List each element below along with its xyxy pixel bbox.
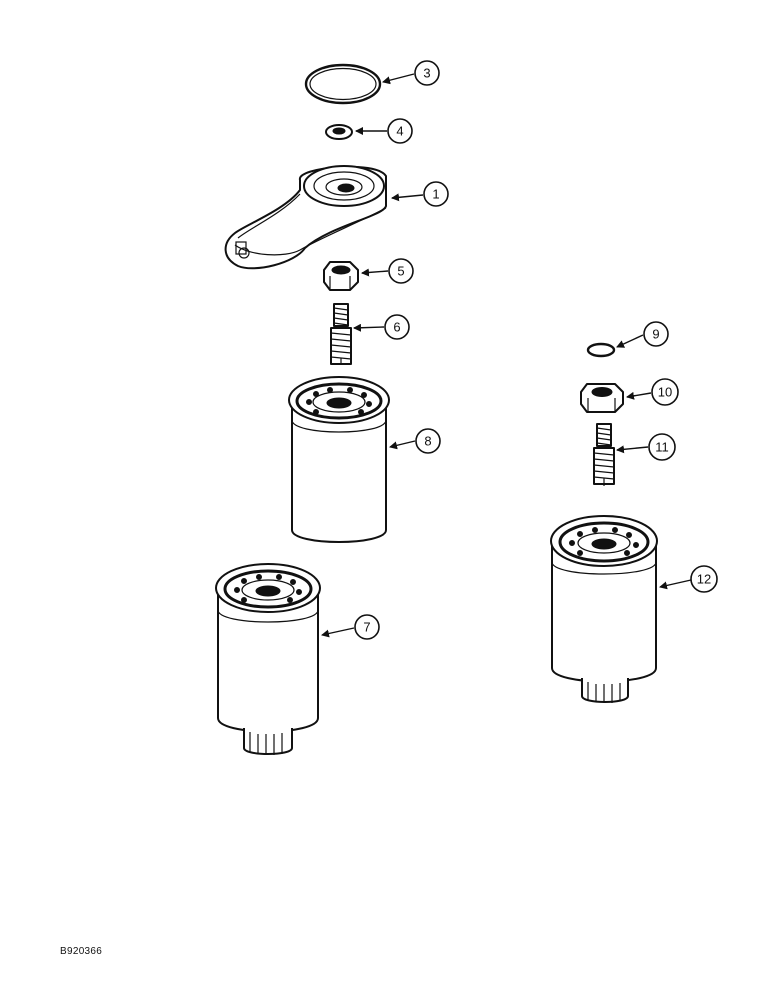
figure-reference-code: B920366 [60,946,103,957]
callout-label: 9 [652,327,659,342]
callout-8: 8 [389,428,441,454]
part-filter-cartridge-center [288,376,390,543]
callout-label: 8 [424,434,431,449]
callout-label: 7 [363,620,370,635]
callout-label: 1 [432,187,439,202]
callout-label: 11 [655,440,669,455]
part-nut-upper [323,261,359,291]
callout-12: 12 [659,565,718,593]
callout-4: 4 [355,118,413,144]
part-filter-cartridge-right [550,515,658,703]
part-o-ring-large [304,63,382,105]
callout-label: 3 [423,66,430,81]
part-threaded-stud-lower [593,423,615,486]
callout-10: 10 [626,378,679,406]
callout-label: 5 [397,264,404,279]
callout-label: 12 [697,572,711,587]
part-o-ring-small [586,342,616,358]
callout-9: 9 [616,321,669,348]
callout-1: 1 [391,181,449,207]
callout-6: 6 [353,314,410,340]
callout-3: 3 [382,60,440,86]
callout-label: 6 [393,320,400,335]
callout-7: 7 [321,614,380,640]
part-seal-small [325,124,353,140]
part-nut-lower [580,383,624,413]
callout-label: 4 [396,124,403,139]
callout-5: 5 [361,258,414,284]
part-filter-cartridge-left [215,563,321,755]
part-filter-head [224,165,387,270]
part-threaded-stud-upper [330,303,352,365]
callout-11: 11 [616,433,676,461]
callout-label: 10 [658,385,672,400]
